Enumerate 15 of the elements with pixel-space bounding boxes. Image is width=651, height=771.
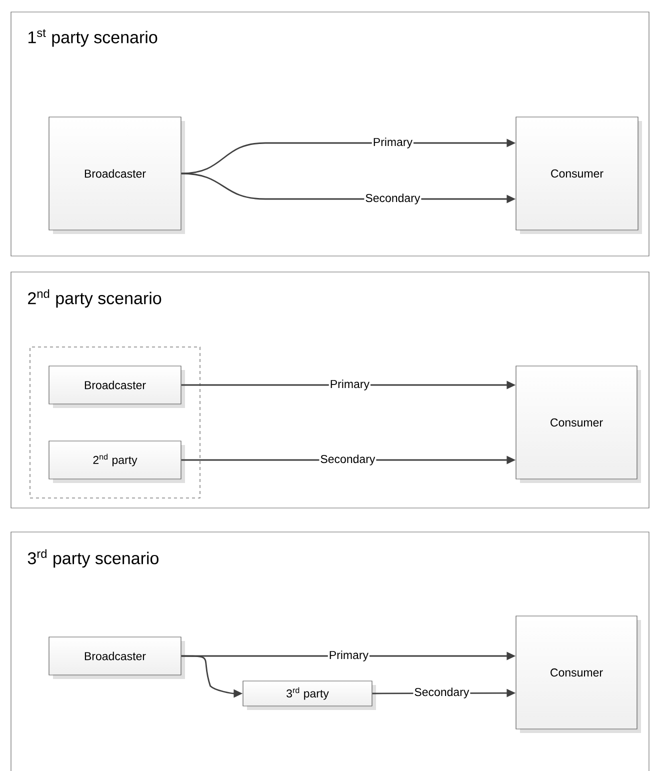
entity-box: Broadcaster [48,366,185,408]
entity-box: Consumer [516,116,642,234]
edge-label: Secondary [319,454,376,466]
edge-label: Primary [328,378,370,392]
entity-box: 3$^{rd}$ party [242,680,376,710]
entity-box: 2$^{nd}$ party [48,440,185,483]
edge-label: Secondary [413,686,470,700]
edge-label: Primary [372,136,414,150]
entity-box: Broadcaster [48,636,185,679]
edge-label: Primary [328,650,370,662]
entity-box: Consumer [516,616,641,733]
dashed-group-box [30,346,200,498]
edge-label: Secondary [364,192,422,206]
entity-box: Broadcaster [48,116,185,234]
entity-box: Consumer [516,366,641,483]
